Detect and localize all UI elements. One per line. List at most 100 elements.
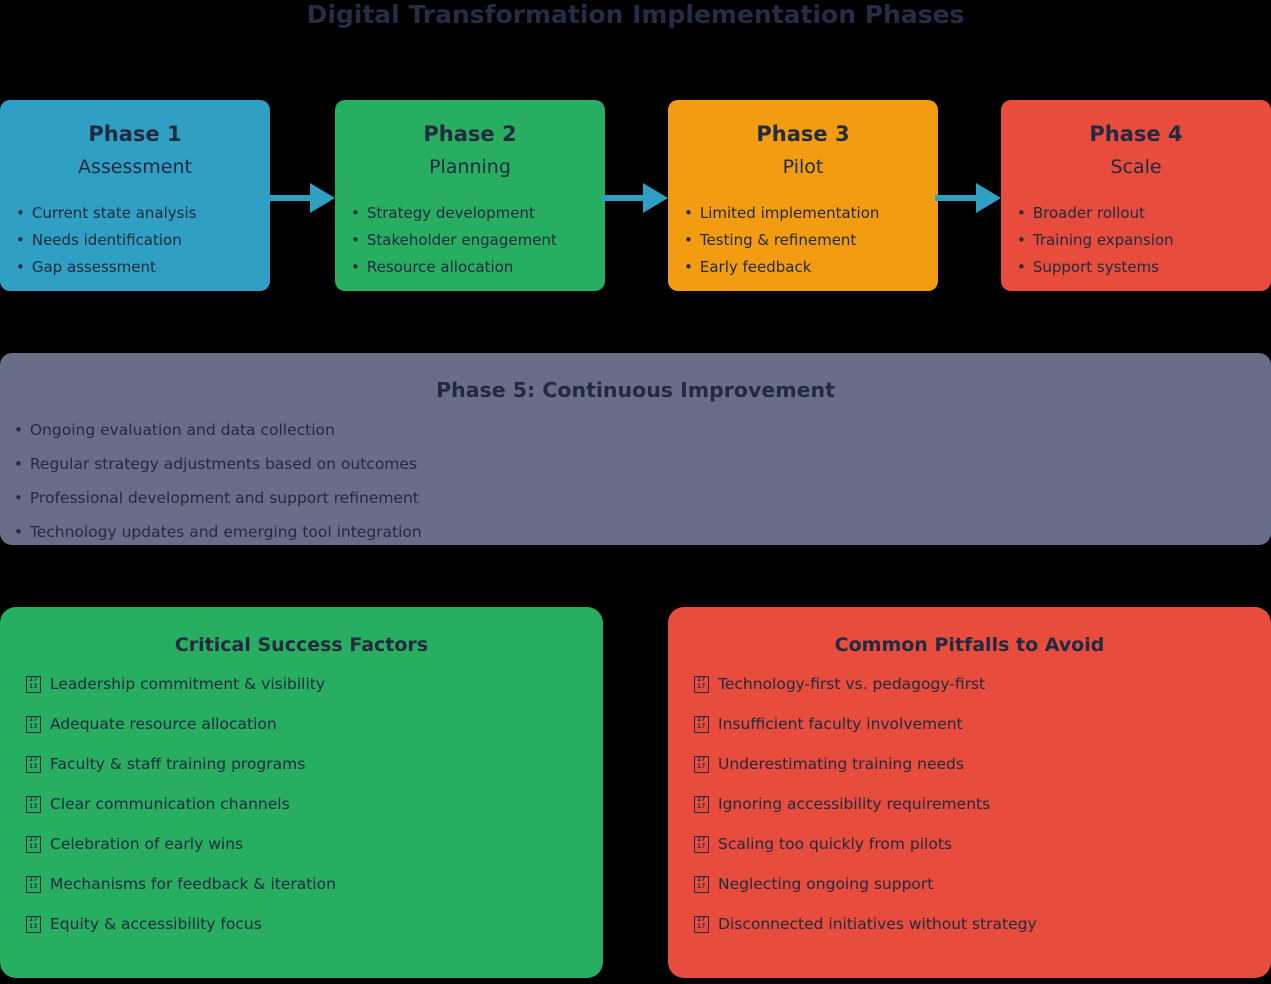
tofu-row: 27 (697, 876, 706, 884)
tofu-row: 27 (697, 916, 706, 924)
list-item: Support systems (1017, 253, 1271, 280)
tofu-row: 27 (29, 796, 38, 804)
phase-3-name: Pilot (782, 156, 824, 178)
list-item-text: Needs identification (31, 230, 182, 249)
list-item: Early feedback (684, 253, 938, 280)
bullet-dot (16, 231, 32, 249)
phase-3-item-list: Limited implementation Testing & refinem… (668, 199, 938, 280)
list-item: Ongoing evaluation and data collection (14, 413, 1271, 447)
phase-2-item-list: Strategy development Stakeholder engagem… (335, 199, 605, 280)
bullet-dot (1017, 231, 1033, 249)
phase-4-box: Phase 4 Scale Broader rollout Training e… (1001, 100, 1271, 291)
phase-4-label: Phase 4 (1089, 122, 1183, 146)
phase-3-box: Phase 3 Pilot Limited implementation Tes… (668, 100, 938, 291)
phase-5-title: Phase 5: Continuous Improvement (436, 378, 835, 402)
bullet-dot (684, 231, 700, 249)
tofu-row: 17 (697, 843, 706, 850)
list-item: Professional development and support ref… (14, 481, 1271, 515)
bullet-dot (14, 489, 30, 507)
list-item: Gap assessment (16, 253, 270, 280)
list-item-text: Gap assessment (31, 257, 156, 276)
bullet-dot (351, 231, 367, 249)
list-item-text: Clear communication channels (50, 795, 290, 813)
list-item: Regular strategy adjustments based on ou… (14, 447, 1271, 481)
tofu-row: 27 (697, 716, 706, 724)
tofu-row: 27 (29, 916, 38, 924)
tofu-row: 27 (697, 836, 706, 844)
tofu-row: 27 (697, 676, 706, 684)
tofu-row: 17 (697, 683, 706, 690)
list-item-text: Disconnected initiatives without strateg… (718, 915, 1037, 933)
list-item-text: Underestimating training needs (718, 755, 964, 773)
list-item-text: Support systems (1032, 257, 1159, 276)
flow-arrow-icon (602, 183, 668, 213)
list-item-text: Celebration of early wins (50, 835, 244, 853)
list-item-text: Scaling too quickly from pilots (718, 835, 952, 853)
tofu-row: 27 (29, 676, 38, 684)
tofu-row: 13 (29, 803, 38, 810)
tofu-row: 27 (29, 716, 38, 724)
list-item-text: Testing & refinement (699, 230, 857, 249)
tofu-row: 27 (29, 836, 38, 844)
phase-1-name: Assessment (78, 156, 192, 178)
bullet-dot (14, 421, 30, 439)
list-item: Strategy development (351, 199, 605, 226)
tofu-row: 27 (697, 756, 706, 764)
tofu-row: 17 (697, 923, 706, 930)
phase-1-item-list: Current state analysis Needs identificat… (0, 199, 270, 280)
page-title: Digital Transformation Implementation Ph… (306, 0, 965, 29)
phase-5-item-list: Ongoing evaluation and data collection R… (0, 413, 1271, 549)
list-item-text: Stakeholder engagement (366, 230, 557, 249)
list-item: Stakeholder engagement (351, 226, 605, 253)
bullet-dot (684, 204, 700, 222)
tofu-row: 17 (697, 883, 706, 890)
list-item-text: Leadership commitment & visibility (50, 675, 326, 693)
list-item: Testing & refinement (684, 226, 938, 253)
bullet-dot (1017, 258, 1033, 276)
phase-1-box: Phase 1 Assessment Current state analysi… (0, 100, 270, 291)
flow-arrow-icon (269, 183, 335, 213)
bullet-dot (1017, 204, 1033, 222)
list-item: Limited implementation (684, 199, 938, 226)
tofu-row: 13 (29, 763, 38, 770)
list-item-text: Broader rollout (1032, 203, 1145, 222)
tofu-row: 17 (697, 803, 706, 810)
list-item-text: Technology updates and emerging tool int… (29, 523, 422, 541)
tofu-row: 13 (29, 723, 38, 730)
list-item-text: Professional development and support ref… (29, 489, 419, 507)
tofu-row: 13 (29, 683, 38, 690)
tofu-row: 27 (697, 796, 706, 804)
phase-2-name: Planning (429, 156, 511, 178)
list-item: Training expansion (1017, 226, 1271, 253)
list-item-text: Early feedback (699, 257, 812, 276)
phase-3-label: Phase 3 (756, 122, 850, 146)
